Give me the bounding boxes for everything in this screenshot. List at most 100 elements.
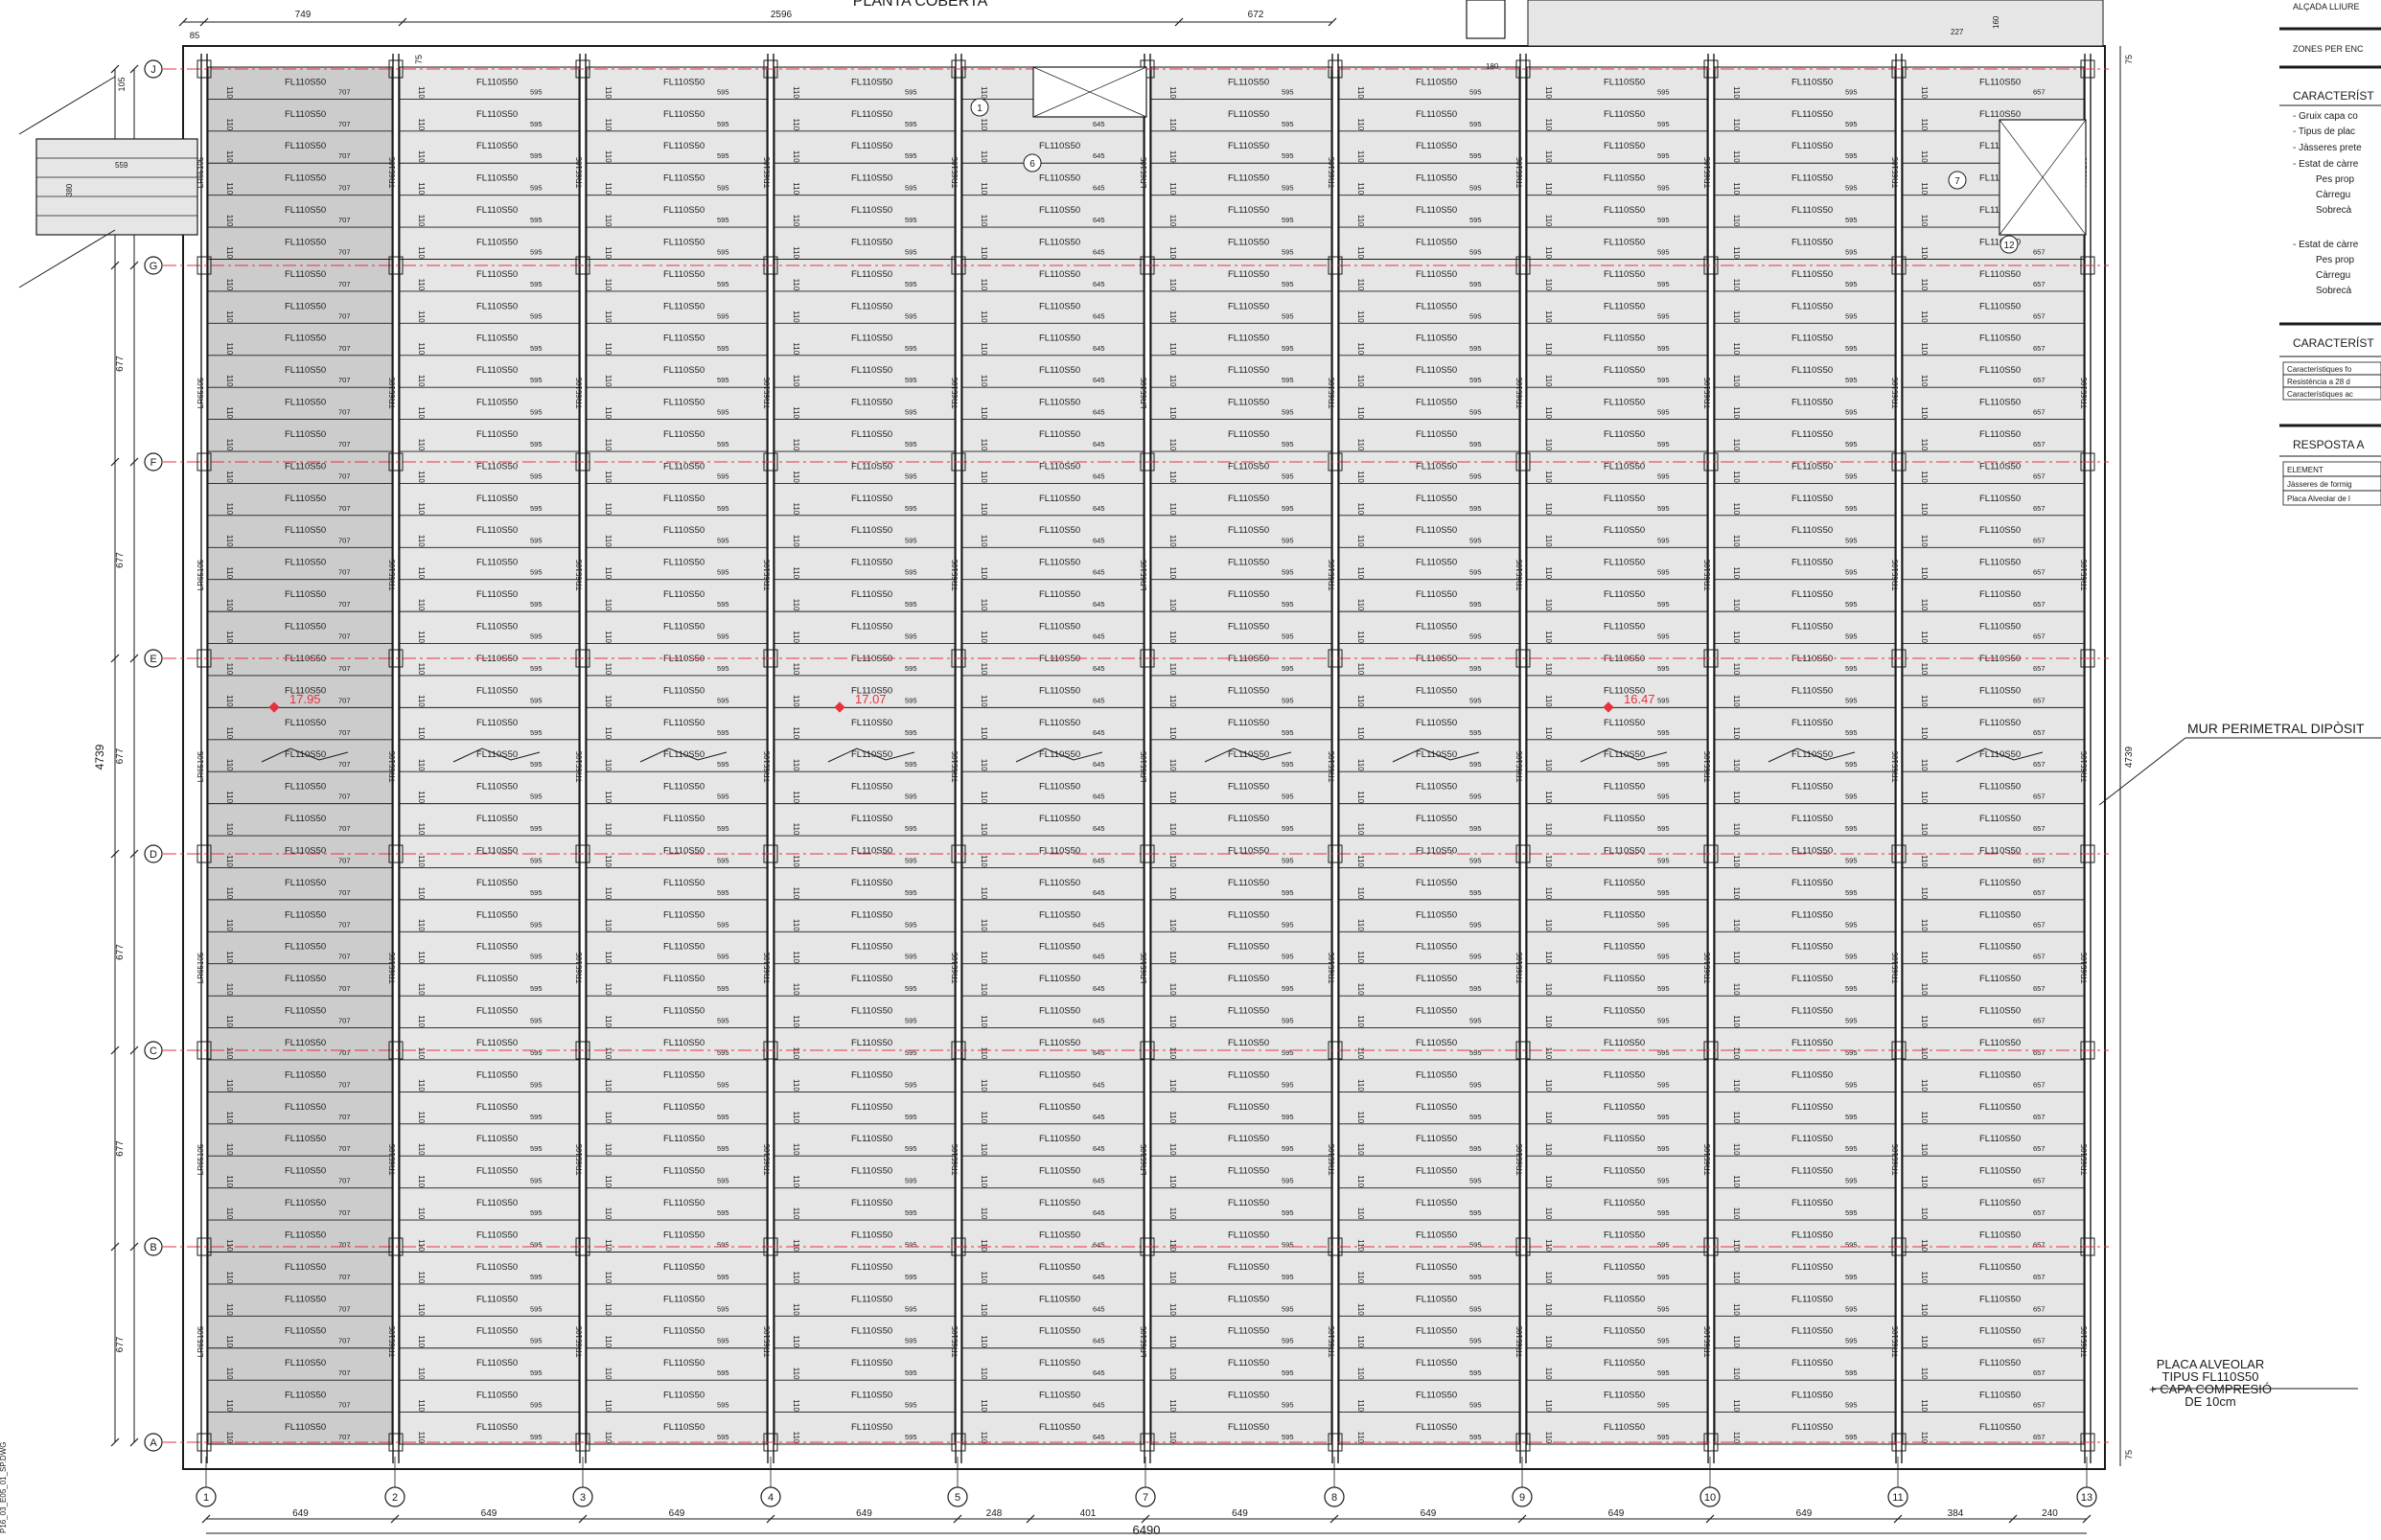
slab-thickness-label: 110 [1356, 1047, 1365, 1060]
slab-thickness-label: 110 [1356, 663, 1365, 676]
slab-thickness-label: 110 [417, 439, 426, 451]
column-node [1891, 1433, 1907, 1452]
slab-length-label: 595 [1845, 728, 1858, 737]
slab-length-label: 595 [1845, 376, 1858, 384]
slab-length-label: 645 [1093, 1401, 1105, 1410]
slab-thickness-label: 110 [1920, 246, 1929, 259]
slab-length-label: 595 [530, 568, 543, 577]
column-node [388, 452, 404, 471]
slab-thickness-label: 110 [225, 439, 234, 451]
slab-length-label: 595 [1845, 1048, 1858, 1057]
slab-length-label: 595 [905, 984, 917, 993]
column-axis-label: 10 [1704, 1492, 1716, 1504]
slab-length-label: 595 [717, 1048, 729, 1057]
slab-thickness-label: 110 [1920, 1143, 1929, 1156]
slab-bay [774, 66, 956, 1445]
slab-length-label: 707 [338, 1080, 351, 1089]
slab-length-label: 595 [1282, 311, 1294, 320]
slab-length-label: 595 [1845, 311, 1858, 320]
column-node [1140, 1041, 1155, 1060]
legend-table-text: Jàsseres de formig [2287, 480, 2352, 489]
slab-code-label: FL110S50 [1979, 1326, 2021, 1337]
beam-label: TR65105 [2080, 952, 2089, 983]
slab-thickness-label: 110 [1920, 951, 1929, 963]
legend-section-title: RESPOSTA A [2293, 438, 2364, 451]
break-line [261, 747, 349, 763]
slab-length-label: 595 [1657, 1273, 1670, 1281]
slab-thickness-label: 110 [1356, 759, 1365, 771]
column-node [196, 649, 212, 668]
callout-label: 1 [977, 103, 982, 114]
slab-thickness-label: 110 [604, 502, 613, 515]
column-node [1515, 1237, 1531, 1256]
slab-thickness-label: 110 [1544, 439, 1553, 451]
slab-length-label: 595 [530, 1208, 543, 1217]
slab-code-label: FL110S50 [1792, 141, 1833, 151]
slab-length-label: 595 [1282, 664, 1294, 673]
slab-code-label: FL110S50 [1792, 525, 1833, 536]
slab-code-label: FL110S50 [663, 942, 705, 953]
slab-thickness-label: 110 [1356, 855, 1365, 867]
dim-tick [110, 1437, 120, 1447]
slab-length-label: 595 [1469, 504, 1482, 513]
slab-code-label: FL110S50 [285, 814, 326, 824]
beam-label: TR65105 [1891, 156, 1900, 188]
slab-thickness-label: 110 [792, 951, 800, 963]
slab-code-label: FL110S50 [851, 909, 892, 920]
slab-length-label: 595 [1657, 728, 1670, 737]
slab-length-label: 657 [2033, 1368, 2046, 1377]
slab-code-label: FL110S50 [663, 1326, 705, 1337]
dim-tick [129, 1437, 139, 1447]
beam-label: TR65105 [1703, 156, 1712, 188]
slab-code-label: FL110S50 [1979, 558, 2021, 568]
slab-length-label: 657 [2033, 1080, 2046, 1089]
slab-code-label: FL110S50 [1228, 494, 1269, 504]
slab-length-label: 595 [530, 1337, 543, 1345]
slab-code-label: FL110S50 [476, 333, 518, 344]
slab-length-label: 595 [530, 247, 543, 256]
beam-label: TR65105 [1515, 1325, 1524, 1357]
slab-thickness-label: 110 [1168, 1015, 1177, 1027]
slab-code-label: FL110S50 [1792, 845, 1833, 856]
slab-thickness-label: 110 [604, 1175, 613, 1187]
column-node [388, 649, 404, 668]
slab-code-label: FL110S50 [851, 141, 892, 151]
slab-code-label: FL110S50 [851, 718, 892, 728]
slab-length-label: 595 [530, 920, 543, 929]
callout-label: 6 [1029, 159, 1035, 170]
legend-line: Sobrecà [2316, 286, 2352, 296]
slab-thickness-label: 110 [1168, 502, 1177, 515]
slab-length-label: 595 [1282, 247, 1294, 256]
column-node [388, 844, 404, 863]
column-node [1140, 1433, 1155, 1452]
slab-length-label: 595 [1282, 151, 1294, 160]
slab-length-label: 707 [338, 1113, 351, 1121]
slab-length-label: 645 [1093, 1273, 1105, 1281]
slab-code-label: FL110S50 [476, 1391, 518, 1401]
column-axis-bubble [1324, 1486, 1345, 1507]
column-node [1891, 649, 1907, 668]
wall-leader [2098, 737, 2186, 806]
slab-thickness-label: 110 [604, 1207, 613, 1220]
slab-code-label: FL110S50 [1979, 461, 2021, 471]
slab-code-label: FL110S50 [1228, 1358, 1269, 1368]
slab-code-label: FL110S50 [285, 1391, 326, 1401]
slab-thickness-label: 110 [1920, 439, 1929, 451]
slab-length-label: 595 [530, 793, 543, 801]
slab-length-label: 595 [1845, 408, 1858, 417]
slab-thickness-label: 110 [1544, 1303, 1553, 1316]
column-node [1328, 1041, 1343, 1060]
beam-label: LR65105 [196, 952, 205, 983]
slab-code-label: FL110S50 [476, 814, 518, 824]
column-node [575, 256, 590, 275]
slab-code-label: FL110S50 [1228, 718, 1269, 728]
slab-thickness-label: 110 [604, 439, 613, 451]
slab-code-label: FL110S50 [476, 1294, 518, 1304]
beam-label: TR65105 [1328, 1143, 1336, 1175]
slab-length-label: 595 [1657, 632, 1670, 641]
slab-thickness-label: 110 [1920, 1239, 1929, 1252]
slab-length-label: 645 [1093, 471, 1105, 480]
slab-thickness-label: 110 [225, 566, 234, 579]
slab-length-label: 595 [1845, 1433, 1858, 1441]
slab-code-label: FL110S50 [663, 269, 705, 280]
